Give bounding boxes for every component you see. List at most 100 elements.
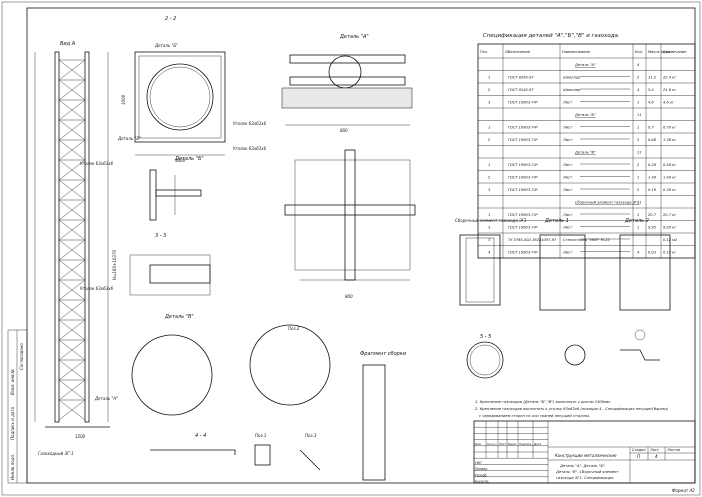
- section-2-2: 2 - 2 1000 1000 Деталь "Б" Деталь "В": [117, 16, 226, 163]
- brace: [58, 379, 86, 401]
- label: Уголок 63х63х6: [233, 146, 267, 151]
- spec-cell-mass: 0.28: [648, 163, 657, 167]
- notes: 1. Крепление газоходов (Деталь "Б","В") …: [475, 400, 669, 418]
- title-col: Кол.уч: [487, 442, 497, 446]
- spec-cell-pos: 2: [488, 176, 491, 180]
- brace: [58, 139, 86, 161]
- spec-cell-name: Лист: [562, 176, 573, 180]
- sheet-number: 4: [655, 454, 658, 459]
- brace: [58, 99, 86, 121]
- label: Уголок 63х63х6: [80, 161, 114, 166]
- spec-cell-note: 22.4 кг: [663, 76, 676, 80]
- title-role: Разраб.: [475, 473, 488, 477]
- title-col: Подпись: [519, 442, 532, 446]
- spec-cell-pos: 1: [488, 76, 490, 80]
- brace: [58, 339, 86, 361]
- spec-header: Масса ед.кг.: [648, 50, 672, 54]
- view-label: Поз.3: [305, 433, 317, 438]
- dimension: 1000: [175, 158, 186, 163]
- spec-cell-name: Швеллер: [563, 76, 581, 80]
- spec-cell-pos: 1: [488, 213, 490, 217]
- view-label: Поз.2: [288, 326, 300, 331]
- specification-table: Спецификация деталей "А","Б","В" и газох…: [477, 33, 696, 259]
- view-label: 4 - 4: [195, 433, 206, 439]
- view-label: Вид А: [60, 41, 76, 47]
- brace: [58, 239, 86, 261]
- spec-cell-qty: 4: [637, 63, 640, 67]
- spec-cell-doc: ГОСТ 19903-74*: [508, 213, 538, 217]
- spec-cell-name: Стеклоткань "ИКВ" М-25: [563, 238, 610, 242]
- spec-cell-qty: 1: [637, 226, 639, 230]
- view-label: 2 - 2: [165, 16, 176, 22]
- brace: [58, 219, 86, 241]
- note: 2. Крепление газоходов выполнять к уголк…: [475, 407, 669, 411]
- spec-cell-name: Лист: [562, 126, 573, 130]
- view-label: 5 - 5: [480, 334, 491, 340]
- label: Лист: [649, 448, 660, 452]
- title-col: Изм.: [475, 442, 482, 446]
- spec-cell-qty: 2: [637, 188, 640, 192]
- spec-cell-qty: 11: [637, 151, 642, 155]
- spec-cell-mass: 9.95: [648, 226, 657, 230]
- view-label: Деталь "В": [164, 314, 194, 320]
- stamp-text: Взам. инв.№: [10, 369, 15, 395]
- spec-cell-note: 4.6 кг: [663, 101, 674, 105]
- spec-title: Спецификация деталей "А","Б","В" и газох…: [483, 33, 620, 39]
- spec-cell-name: Лист: [562, 163, 573, 167]
- label: Уголок 63х63х6: [80, 286, 114, 291]
- spec-cell-name: Лист: [562, 251, 573, 255]
- title-col: Лист: [498, 442, 506, 446]
- stamp-text: Подпись и дата: [10, 406, 15, 440]
- spec-header: Кол.: [635, 50, 643, 54]
- spec-header: Наименование: [562, 50, 591, 54]
- dimension: Н=160+10370: [112, 249, 117, 280]
- spec-cell-note: 21.6 кг: [663, 88, 676, 92]
- view-label: Поз.1: [255, 433, 266, 438]
- spec-cell-note: 9.95 кг: [663, 226, 676, 230]
- spec-group: Деталь "А": [574, 63, 596, 67]
- spec-cell-note: 0.70 кг: [663, 126, 676, 130]
- spec-cell-doc: ГОСТ 19903-74*: [508, 101, 538, 105]
- title-role: Н.контр.: [475, 480, 489, 484]
- spec-cell-doc: ГОСТ 19903-74*: [508, 188, 538, 192]
- spec-cell-mass: 0.19: [648, 188, 657, 192]
- title-block: Конструкции металлические Стадия Лист Ли…: [473, 420, 696, 493]
- spec-cell-qty: 1: [637, 101, 639, 105]
- spec-cell-note: 0.38 кг: [663, 188, 676, 192]
- label: Газоходный ЭГ-1: [38, 451, 74, 456]
- spec-group: Деталь "Б": [574, 113, 596, 117]
- spec-cell-doc: ГОСТ 19903-74*: [508, 226, 538, 230]
- gas-duct-element: Сборочный элемент газохода ЭГ1 Деталь 1 …: [455, 218, 671, 379]
- sheet-description: Деталь "А". Деталь "Б".: [559, 464, 606, 468]
- spec-header: Примечание: [663, 50, 687, 54]
- dimension: 1000: [121, 94, 126, 105]
- spec-group: Деталь "В": [574, 151, 596, 155]
- brace: [58, 179, 86, 201]
- view-label: Фрагмент сборки: [360, 351, 407, 357]
- title-role: Провер.: [475, 467, 488, 471]
- brace: [58, 279, 86, 301]
- label: Уголок 63х63х6: [233, 121, 267, 126]
- spec-cell-note: 0.12 м2: [663, 238, 678, 242]
- stamp-text: Инв.№ подл.: [10, 454, 15, 480]
- spec-cell-pos: 3: [488, 226, 491, 230]
- spec-cell-qty: 4: [637, 88, 640, 92]
- view-label: 3 - 3: [155, 233, 166, 239]
- label: Деталь "А": [94, 396, 118, 401]
- spec-cell-pos: 3: [488, 238, 491, 242]
- view-label: Деталь 2: [624, 218, 649, 224]
- note: с чередованием сторон по оси граней несу…: [479, 414, 590, 418]
- spec-cell-mass: 11.2: [648, 76, 657, 80]
- title-col: №док.: [507, 442, 517, 446]
- spec-cell-doc: ТУ 5765-002-36281097-97: [508, 238, 557, 242]
- dimension: 1200: [75, 434, 86, 439]
- brace: [58, 159, 86, 181]
- brace: [58, 199, 86, 221]
- brace: [58, 79, 86, 101]
- spec-cell-qty: 2: [637, 138, 640, 142]
- spec-cell-doc: ГОСТ 19903-74*: [508, 163, 538, 167]
- detail-b: Деталь "Б" Уголок 63х63х6 3 - 3 Уголок 6…: [80, 156, 211, 320]
- spec-cell-qty: 2: [637, 163, 640, 167]
